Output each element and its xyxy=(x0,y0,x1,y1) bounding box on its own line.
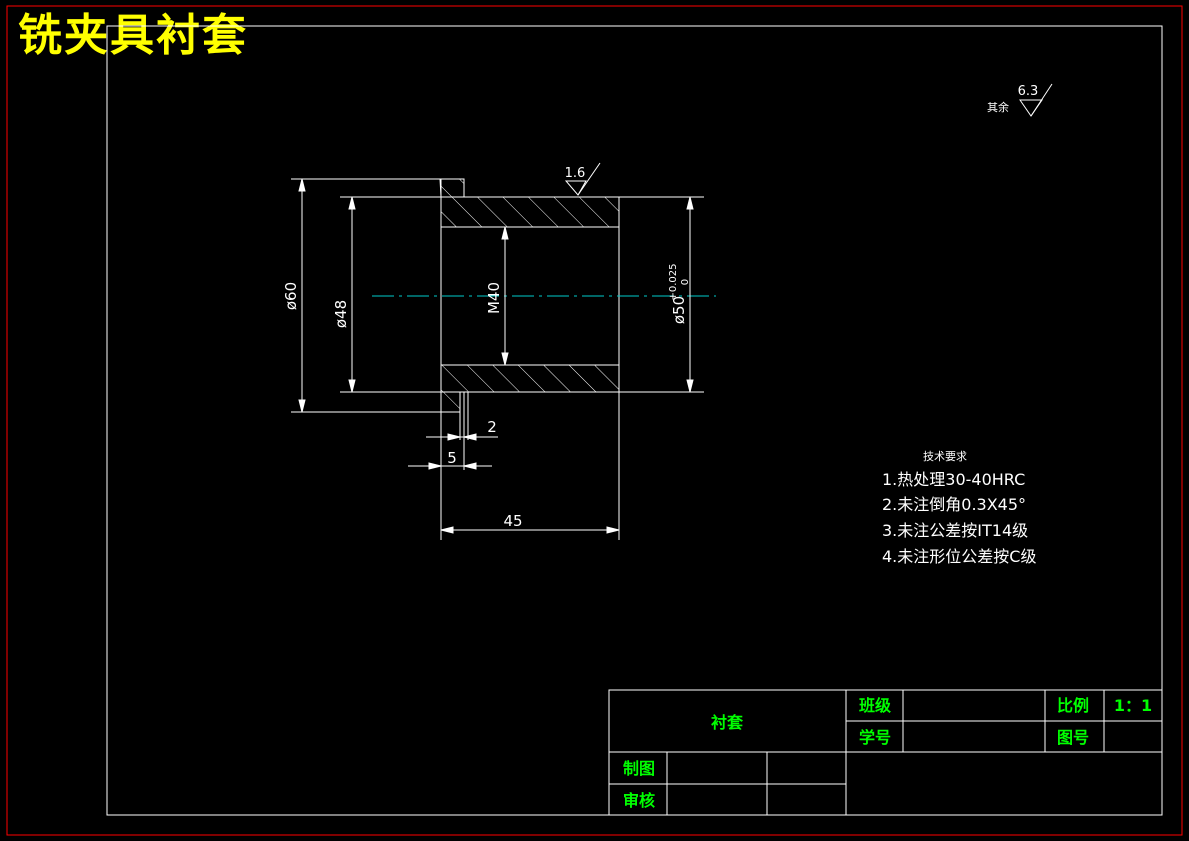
tech-item-3: 3.未注公差按IT14级 xyxy=(882,521,1028,540)
hatch-top-wall xyxy=(440,196,620,228)
tb-student-id-label: 学号 xyxy=(859,728,891,747)
tb-scale-label: 比例 xyxy=(1057,696,1089,715)
hatch-flange-top xyxy=(440,178,465,198)
tb-scale-value: 1：1 xyxy=(1114,696,1152,715)
roughness-other-label: 其余 xyxy=(987,100,1009,114)
tb-drawing-no-label: 图号 xyxy=(1057,728,1089,747)
tech-item-2: 2.未注倒角0.3X45° xyxy=(882,495,1026,514)
dim-d50-tol-low: 0 xyxy=(680,279,691,285)
title-block xyxy=(608,689,1163,816)
dimension-lines xyxy=(298,178,694,534)
tb-class-label: 班级 xyxy=(859,696,892,715)
tb-part-name: 衬套 xyxy=(711,713,744,732)
hatch-flange-bottom xyxy=(440,391,461,413)
dim-w45: 45 xyxy=(503,512,522,530)
tech-item-4: 4.未注形位公差按C级 xyxy=(882,547,1036,566)
dim-d60: ø60 xyxy=(282,282,300,310)
drawing-title: 铣夹具衬套 xyxy=(18,10,248,61)
dim-d48: ø48 xyxy=(332,300,350,328)
dim-w5: 5 xyxy=(447,449,457,467)
dim-d50-tol: +0.025 xyxy=(668,263,679,300)
tech-item-1: 1.热处理30-40HRC xyxy=(882,470,1025,489)
dim-d50: ø50 xyxy=(670,296,688,324)
outer-border xyxy=(6,5,1183,836)
inner-frame xyxy=(106,25,1163,816)
tech-heading: 技术要求 xyxy=(923,450,967,463)
hatch-bottom-wall xyxy=(440,364,620,393)
roughness-other-value: 6.3 xyxy=(1018,84,1039,99)
roughness-symbol-surface xyxy=(564,162,601,196)
roughness-surface-value: 1.6 xyxy=(565,166,586,181)
part-section-view xyxy=(291,178,704,540)
dim-m40: M40 xyxy=(485,282,503,314)
tb-drawn-label: 制图 xyxy=(623,759,655,778)
tb-review-label: 审核 xyxy=(623,791,655,810)
roughness-symbol-other xyxy=(1019,83,1053,117)
dim-w2: 2 xyxy=(487,418,497,436)
